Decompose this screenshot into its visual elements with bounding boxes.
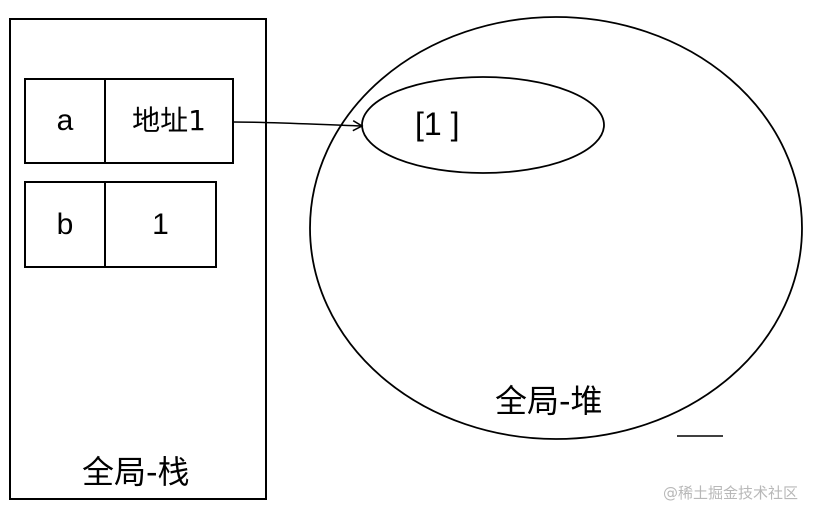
- stack-var-b: b: [56, 207, 74, 241]
- global-stack-panel: [9, 18, 267, 500]
- stack-cell-a-value: 地址1: [104, 78, 234, 164]
- watermark: @稀土掘金技术社区: [662, 484, 798, 502]
- stack-var-a: a: [56, 104, 74, 137]
- heap-object-ellipse: [361, 76, 605, 174]
- stack-title: 全局-栈: [82, 453, 190, 491]
- stack-cell-b-value: 1: [104, 181, 217, 268]
- heap-array-item: [1 ]: [415, 106, 460, 142]
- pointer-arrow: [232, 120, 364, 132]
- stack-val-b: 1: [152, 207, 169, 241]
- stack-val-a: 地址1: [132, 104, 206, 137]
- heap-title: 全局-堆: [495, 382, 603, 420]
- global-heap-ellipse: [309, 16, 803, 440]
